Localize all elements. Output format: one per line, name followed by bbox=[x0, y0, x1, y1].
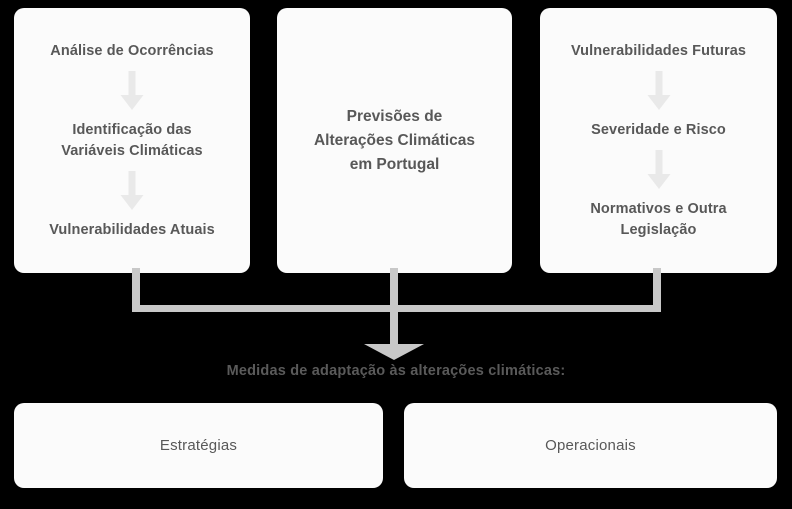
outcomes-caption: Medidas de adaptação às alterações climá… bbox=[226, 363, 566, 379]
down-arrow-icon bbox=[364, 312, 424, 360]
down-arrow-icon bbox=[120, 70, 144, 110]
process-card-current-vulnerabilities: Análise de Ocorrências Identificação das… bbox=[14, 8, 250, 273]
connector-bus-bar bbox=[132, 305, 661, 312]
step-label-previsoes-de-alteracoes-climaticas-em-portugal: Previsões de Alterações Climáticas em Po… bbox=[313, 107, 476, 173]
step-stack-right: Vulnerabilidades Futuras Severidade e Ri… bbox=[540, 41, 777, 241]
step-label-identificacao-das-variaveis-climaticas: Identificação das Variáveis Climáticas bbox=[61, 121, 203, 159]
connector-stub-left bbox=[132, 268, 140, 311]
connector-stub-middle bbox=[390, 268, 398, 311]
step-label-normativos-e-outra-legislacao: Normativos e Outra Legislação bbox=[590, 200, 727, 238]
down-arrow-icon bbox=[647, 70, 670, 110]
connector-stub-right bbox=[653, 268, 661, 311]
process-card-climate-projections: Previsões de Alterações Climáticas em Po… bbox=[277, 8, 512, 273]
step-stack-left: Análise de Ocorrências Identificação das… bbox=[14, 41, 250, 241]
down-arrow-icon bbox=[647, 149, 670, 189]
outcome-label-operacionais: Operacionais bbox=[545, 437, 636, 454]
step-label-severidade-e-risco: Severidade e Risco bbox=[591, 121, 726, 138]
outcome-card-operacionais: Operacionais bbox=[404, 403, 777, 488]
down-arrow-icon bbox=[120, 170, 144, 210]
outcome-card-estrategias: Estratégias bbox=[14, 403, 383, 488]
merge-connector bbox=[132, 268, 661, 360]
step-label-vulnerabilidades-futuras: Vulnerabilidades Futuras bbox=[570, 42, 747, 59]
step-label-analise-de-ocorrencias: Análise de Ocorrências bbox=[50, 42, 214, 59]
step-label-vulnerabilidades-atuais: Vulnerabilidades Atuais bbox=[49, 221, 215, 238]
process-card-future-vulnerabilities: Vulnerabilidades Futuras Severidade e Ri… bbox=[540, 8, 777, 273]
outcome-label-estrategias: Estratégias bbox=[159, 437, 238, 454]
